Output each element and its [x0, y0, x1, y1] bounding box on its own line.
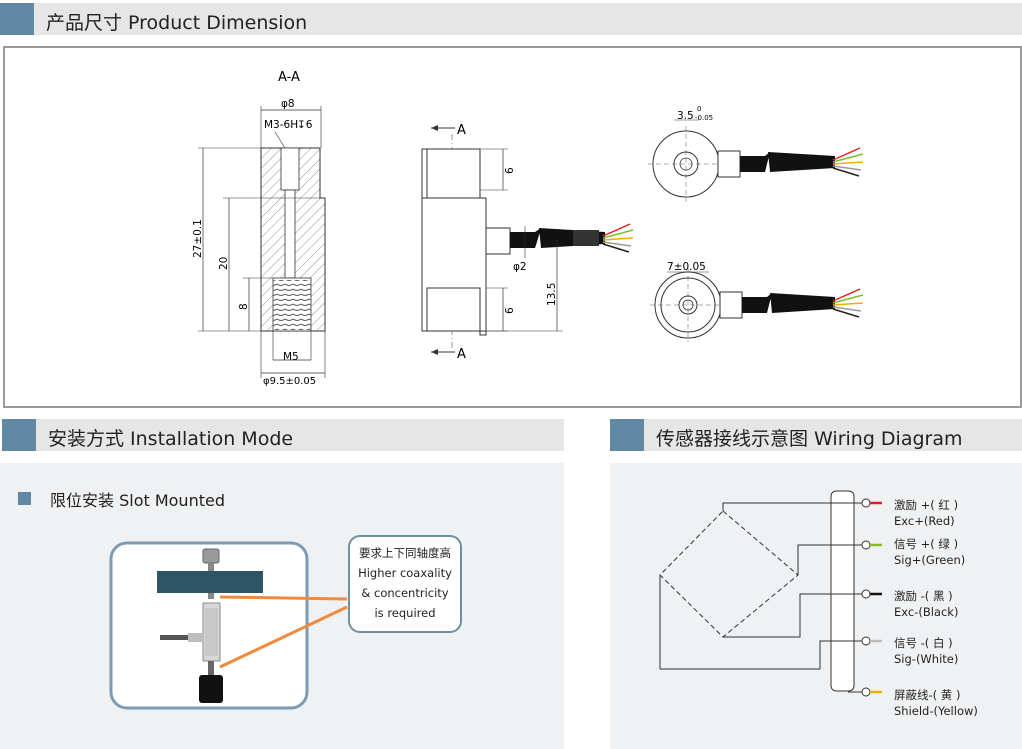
terminal-sig-minus	[861, 636, 882, 646]
dimension-drawing: A-A φ8 M3-6H ↧6 27±0.1 20 8 M5	[192, 70, 864, 387]
wire-label-exc-plus: 激励 +( 红 ) Exc+(Red)	[894, 497, 958, 529]
arrow-lower	[219, 605, 348, 669]
section-header-installation: 安装方式 Installation Mode	[2, 419, 564, 451]
connector-bar	[830, 490, 855, 692]
dim-20: 20	[218, 257, 230, 270]
section-header-wiring: 传感器接线示意图 Wiring Diagram	[610, 419, 1022, 451]
wiring-diagram	[659, 490, 882, 697]
wire-label-cn: 激励 +( 红 )	[894, 498, 959, 512]
wiring-panel: 激励 +( 红 ) Exc+(Red) 信号 +( 绿 ) Sig+(Green…	[610, 463, 1022, 749]
header-accent	[0, 3, 34, 35]
wire-label-en: Sig+(Green)	[894, 553, 966, 567]
bullet-icon	[18, 492, 31, 505]
mounting-bar	[157, 571, 263, 593]
dim-8: 8	[238, 303, 250, 310]
bottom-screw	[199, 675, 223, 703]
dim-thread-top: M3-6H	[264, 119, 298, 131]
bridge-circuit	[659, 510, 799, 638]
note-line: & concentricity	[361, 586, 449, 600]
dimension-panel: A-A φ8 M3-6H ↧6 27±0.1 20 8 M5	[3, 46, 1022, 408]
dim-top-35-lower: -0.05	[695, 114, 713, 122]
dim-phi8: φ8	[281, 98, 295, 110]
dim-top-35: 3.5	[677, 110, 694, 122]
header-accent	[2, 419, 36, 451]
coaxality-note: 要求上下同轴度高 Higher coaxality & concentricit…	[348, 535, 462, 633]
installation-illustration	[109, 541, 348, 710]
mount-mode-label: 限位安装 Slot Mounted	[50, 491, 225, 510]
installation-panel: 限位安装 Slot Mounted 要求上下同轴度高 Higher coaxal…	[0, 463, 564, 749]
dim-depth: ↧6	[297, 119, 313, 131]
wire-label-en: Exc+(Red)	[894, 514, 955, 528]
terminal-shield	[861, 687, 882, 697]
dim-side-6-bottom: 6	[504, 307, 516, 314]
wire-label-sig-minus: 信号 -( 白 ) Sig-(White)	[894, 635, 958, 667]
cable-gland	[485, 227, 511, 255]
header-accent	[610, 419, 644, 451]
cut-marker-bottom: A	[457, 347, 466, 362]
terminal-exc-minus	[861, 589, 882, 599]
wire-label-sig-plus: 信号 +( 绿 ) Sig+(Green)	[894, 536, 965, 568]
wire-label-cn: 信号 +( 绿 )	[894, 537, 959, 551]
terminal-sig-plus	[861, 540, 882, 550]
terminal-exc-plus	[861, 498, 882, 508]
note-line: Higher coaxality	[358, 566, 452, 580]
dim-phi95: φ9.5±0.05	[263, 376, 316, 387]
wire-label-en: Sig-(White)	[894, 652, 959, 666]
section-header-dimension: 产品尺寸 Product Dimension	[0, 3, 1022, 35]
dim-side-6-top: 6	[504, 167, 516, 174]
center-hole	[284, 189, 296, 279]
wire-label-cn: 信号 -( 白 )	[894, 636, 953, 650]
section-title: 传感器接线示意图 Wiring Diagram	[656, 428, 963, 450]
dim-m5: M5	[283, 351, 299, 363]
dim-135: 13.5	[546, 283, 558, 306]
section-label: A-A	[278, 70, 300, 85]
wire-label-cn: 激励 -( 黑 )	[894, 589, 953, 603]
wire-label-cn: 屏蔽线-( 黄 )	[894, 688, 961, 702]
wire-label-shield: 屏蔽线-( 黄 ) Shield-(Yellow)	[894, 687, 978, 719]
dim-height-27: 27±0.1	[192, 219, 204, 258]
section-title: 产品尺寸 Product Dimension	[46, 12, 308, 34]
wire-label-exc-minus: 激励 -( 黑 ) Exc-(Black)	[894, 588, 958, 620]
dim-top-35-upper: 0	[697, 105, 701, 113]
thread-lines	[273, 280, 311, 330]
wire-label-en: Exc-(Black)	[894, 605, 959, 619]
top-bore	[280, 147, 300, 191]
wire-label-en: Shield-(Yellow)	[894, 704, 978, 718]
note-line: 要求上下同轴度高	[359, 546, 451, 560]
dim-phi2: φ2	[513, 261, 527, 273]
section-title: 安装方式 Installation Mode	[48, 428, 294, 450]
dim-bottom-7: 7±0.05	[667, 261, 706, 273]
note-line: is required	[374, 606, 436, 620]
cut-marker-top: A	[457, 123, 466, 138]
arrow-upper	[219, 595, 348, 601]
